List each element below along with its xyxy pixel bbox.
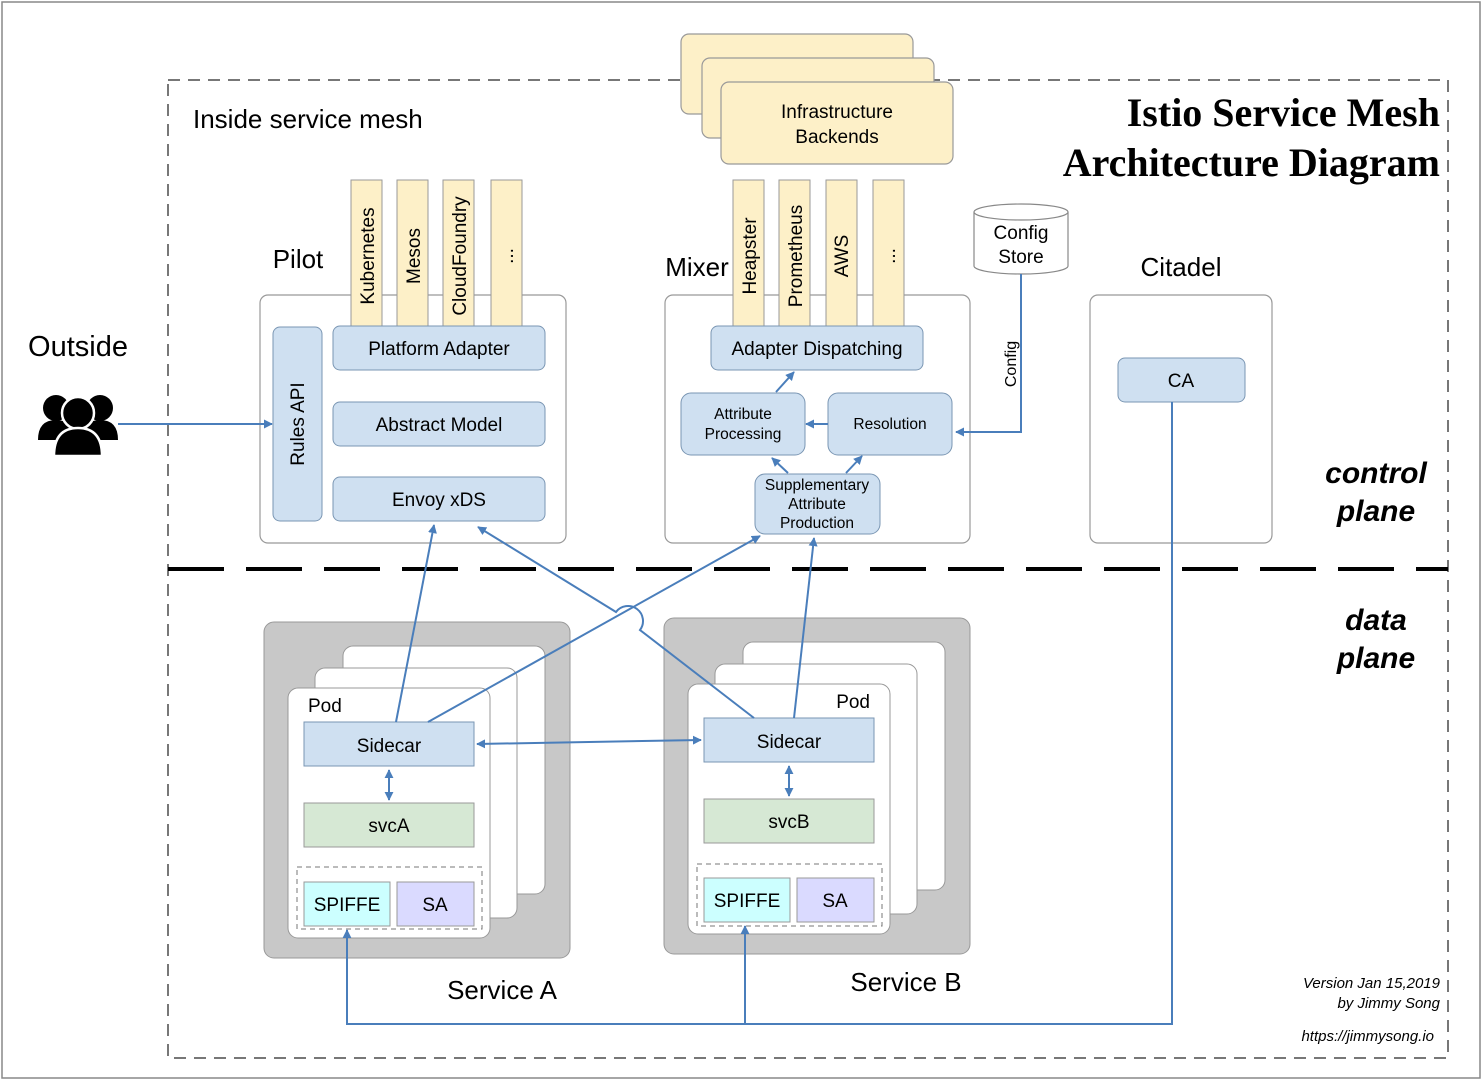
mixer-adapter-prometheus: Prometheus bbox=[778, 179, 811, 331]
svg-text:Rules API: Rules API bbox=[288, 382, 309, 465]
pilot-platform-mesos: Mesos bbox=[396, 179, 429, 331]
footer-url[interactable]: https://jimmysong.io bbox=[1301, 1028, 1434, 1045]
adapter-dispatching-box: Adapter Dispatching bbox=[710, 325, 924, 371]
pilot-label: Pilot bbox=[273, 244, 324, 274]
spiffe-b bbox=[703, 877, 791, 923]
svg-text:...: ... bbox=[497, 248, 518, 264]
sidecar-a bbox=[303, 721, 475, 767]
svg-text:Resolution: Resolution bbox=[853, 416, 926, 433]
ca-box: CA bbox=[1117, 357, 1246, 403]
control-plane-label-2: plane bbox=[1336, 495, 1415, 528]
svg-text:Abstract Model: Abstract Model bbox=[376, 415, 503, 436]
attribute-processing-box: Attribute Processing bbox=[680, 392, 806, 456]
pod-a-label: Pod bbox=[308, 696, 342, 717]
svc-b-label: svcB bbox=[768, 812, 809, 833]
svc-a-label: svcA bbox=[368, 816, 410, 837]
service-b-group: Pod Sidecar svcB SPIFFE SA bbox=[663, 617, 971, 955]
svg-text:Store: Store bbox=[998, 247, 1043, 268]
platform-adapter-box: Platform Adapter bbox=[332, 325, 546, 371]
config-store-cylinder: Config Store bbox=[973, 203, 1069, 275]
sidecar-b bbox=[703, 717, 875, 763]
sa-a bbox=[396, 881, 475, 927]
arrow-sidecar-a-to-mixer bbox=[427, 535, 761, 723]
service-a-label: Service A bbox=[447, 975, 557, 1005]
arrow-supp-to-attr bbox=[771, 457, 789, 474]
spiffe-a-label: SPIFFE bbox=[314, 895, 381, 916]
arrow-sidecar-a-to-envoy bbox=[395, 524, 437, 723]
svg-text:Prometheus: Prometheus bbox=[786, 205, 807, 307]
pod-b-label: Pod bbox=[836, 692, 870, 713]
arrow-attr-to-dispatching bbox=[775, 371, 795, 393]
pilot-platform-cloudfoundry: CloudFoundry bbox=[442, 179, 475, 331]
sa-b-label: SA bbox=[822, 891, 848, 912]
backends-line2: Backends bbox=[795, 127, 878, 148]
title-line1: Istio Service Mesh bbox=[1127, 90, 1440, 135]
infrastructure-backends: Infrastructure Backends bbox=[680, 33, 954, 165]
pilot-platform-more: ... bbox=[490, 179, 523, 331]
svg-text:Supplementary: Supplementary bbox=[765, 477, 870, 494]
footer-version: Version Jan 15,2019 bbox=[1303, 975, 1441, 992]
svg-text:CA: CA bbox=[1168, 371, 1195, 392]
citadel-box bbox=[1089, 294, 1273, 544]
arrow-ca-to-spiffe-a bbox=[342, 402, 1173, 1025]
svg-text:Adapter Dispatching: Adapter Dispatching bbox=[731, 339, 902, 360]
mixer-adapter-heapster: Heapster bbox=[732, 179, 765, 331]
svg-text:Envoy xDS: Envoy xDS bbox=[392, 490, 486, 511]
arrow-supp-to-resolution bbox=[845, 455, 863, 474]
data-plane-label-2: plane bbox=[1336, 642, 1415, 675]
service-b-label: Service B bbox=[850, 967, 961, 997]
svg-text:Platform Adapter: Platform Adapter bbox=[368, 339, 510, 360]
svc-b bbox=[703, 798, 875, 844]
svg-text:Mesos: Mesos bbox=[404, 228, 425, 284]
supplementary-attribute-box: Supplementary Attribute Production bbox=[754, 473, 881, 535]
svc-a bbox=[303, 802, 475, 848]
arrow-config-to-resolution bbox=[955, 274, 1022, 437]
mixer-adapter-aws: AWS bbox=[825, 179, 858, 331]
footer-author: by Jimmy Song bbox=[1337, 995, 1440, 1012]
spiffe-b-label: SPIFFE bbox=[714, 891, 781, 912]
svg-text:Attribute: Attribute bbox=[714, 406, 772, 423]
sa-a-label: SA bbox=[422, 895, 448, 916]
svg-text:CloudFoundry: CloudFoundry bbox=[450, 196, 471, 316]
arrow-sidecar-b-to-envoy bbox=[477, 526, 755, 719]
arrow-sidecar-b-to-mixer bbox=[793, 537, 818, 719]
outside-label: Outside bbox=[28, 331, 128, 363]
arrow-sidecar-a-b bbox=[476, 735, 702, 749]
svg-text:Config: Config bbox=[994, 223, 1049, 244]
config-edge-label: Config bbox=[1003, 341, 1020, 387]
identity-a-group bbox=[296, 866, 483, 930]
users-group-icon bbox=[38, 395, 118, 458]
svg-text:Production: Production bbox=[780, 515, 854, 532]
spiffe-a bbox=[303, 881, 391, 927]
identity-b-group bbox=[696, 863, 883, 927]
backends-line1: Infrastructure bbox=[781, 102, 893, 123]
sidecar-b-label: Sidecar bbox=[757, 732, 822, 753]
sidecar-a-label: Sidecar bbox=[357, 736, 422, 757]
sa-b bbox=[796, 877, 875, 923]
control-plane-label-1: control bbox=[1325, 457, 1427, 490]
citadel-label: Citadel bbox=[1141, 252, 1222, 282]
data-plane-label-1: data bbox=[1345, 604, 1407, 637]
svg-text:Attribute: Attribute bbox=[788, 496, 846, 513]
svg-text:Kubernetes: Kubernetes bbox=[358, 207, 379, 304]
rules-api-box: Rules API bbox=[272, 326, 323, 522]
resolution-box: Resolution bbox=[827, 392, 953, 456]
svg-text:Heapster: Heapster bbox=[740, 217, 761, 295]
pilot-platform-kubernetes: Kubernetes bbox=[350, 179, 383, 331]
mixer-label: Mixer bbox=[665, 252, 729, 282]
title-line2: Architecture Diagram bbox=[1063, 140, 1440, 185]
svg-text:Processing: Processing bbox=[705, 426, 782, 443]
abstract-model-box: Abstract Model bbox=[332, 401, 546, 447]
svg-text:...: ... bbox=[879, 248, 900, 264]
envoy-xds-box: Envoy xDS bbox=[332, 476, 546, 522]
service-a-group: Pod Sidecar svcA SPIFFE SA bbox=[263, 621, 571, 959]
mixer-adapter-more: ... bbox=[872, 179, 905, 331]
svg-text:AWS: AWS bbox=[832, 235, 853, 278]
inside-mesh-label: Inside service mesh bbox=[193, 104, 423, 134]
